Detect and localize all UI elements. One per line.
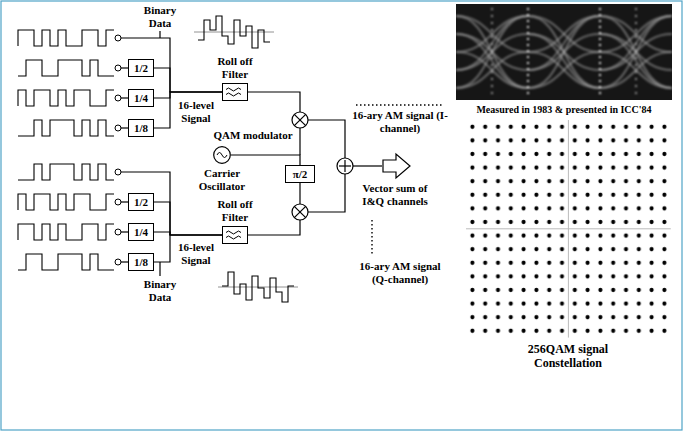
terminal-circles — [115, 35, 121, 265]
photo-caption: Measured in 1983 & presented in ICC'84 — [476, 104, 651, 116]
channel-label: 16-ary AM signal (I-channel) — [352, 109, 448, 135]
oscillator-label: Carrier Oscillator — [193, 167, 251, 193]
carrier-oscillator: Carrier Oscillator — [213, 146, 231, 164]
oscillator-symbol — [213, 146, 231, 164]
divider-box: 1/2 — [128, 193, 154, 211]
channel-label: 16-ary AM signal (Q-channel) — [352, 260, 448, 286]
binary-waveforms-bottom — [18, 164, 114, 270]
filter-symbol — [223, 227, 247, 243]
figure-caption: 256QAM signal Constellation — [516, 342, 620, 370]
roll-off-filter: Roll off Filter — [222, 83, 248, 101]
input-label: Binary Data — [139, 278, 181, 304]
multilevel-waveform — [222, 272, 294, 302]
output-label: Vector sum of I&Q channels — [354, 182, 436, 208]
signal-wire — [231, 155, 300, 165]
divider-ratio: 1/4 — [134, 226, 148, 239]
input-label: Binary Data — [139, 4, 181, 30]
divider-box: 1/2 — [128, 59, 154, 77]
filter-symbol — [223, 84, 247, 100]
filter-label: Roll off Filter — [212, 55, 258, 81]
divider-box: 1/8 — [128, 119, 154, 137]
eye-pattern-traces — [456, 8, 672, 96]
divider-ratio: 1/4 — [134, 92, 148, 105]
multilevel-waveform — [198, 16, 270, 48]
phase-shifter: π/2 — [285, 165, 315, 183]
filter-label: Roll off Filter — [212, 198, 258, 224]
divider-box: 1/8 — [128, 253, 154, 271]
constellation-points — [466, 120, 671, 338]
divider-box: 1/4 — [128, 223, 154, 241]
divider-ratio: 1/8 — [134, 256, 148, 269]
divider-ratio: 1/2 — [134, 196, 148, 209]
divider-ratio: 1/8 — [134, 122, 148, 135]
roll-off-filter: Roll off Filter — [222, 226, 248, 244]
adder-symbol — [337, 158, 353, 174]
signal-label: 16-level Signal — [171, 99, 221, 125]
signal-wire — [154, 68, 222, 92]
phase-label: π/2 — [293, 168, 308, 181]
signal-wire — [154, 202, 222, 235]
signal-wires — [121, 31, 382, 276]
signal-wire — [154, 92, 222, 98]
signal-wire — [154, 92, 222, 128]
output-arrow — [383, 154, 410, 178]
eye-pattern-photo — [456, 4, 672, 100]
block-label: QAM modulator — [213, 129, 292, 142]
divider-box: 1/4 — [128, 89, 154, 107]
binary-waveforms-top — [18, 30, 114, 136]
signal-label: 16-level Signal — [171, 241, 221, 267]
divider-ratio: 1/2 — [134, 62, 148, 75]
